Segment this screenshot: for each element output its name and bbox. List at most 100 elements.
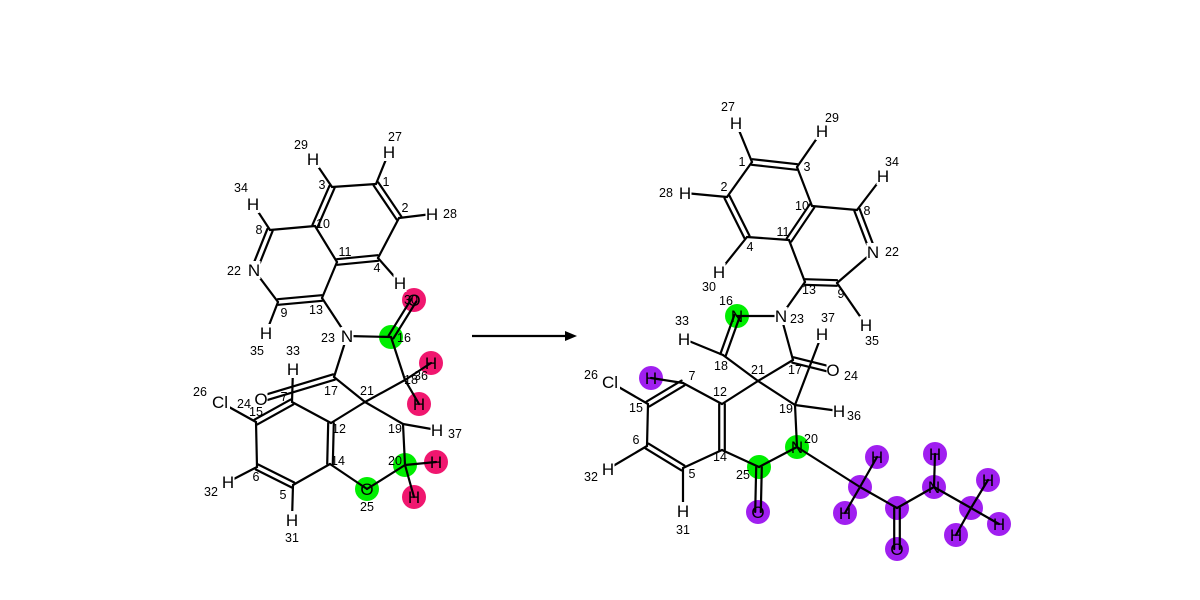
reactant-double-bond <box>257 463 296 484</box>
product-atom-h: H <box>713 263 725 282</box>
reactant-single-bond <box>389 335 407 382</box>
reactant-single-bond <box>329 400 367 425</box>
product-label-mask <box>601 460 615 478</box>
product-label-mask <box>729 114 743 132</box>
product-atom-h: H <box>860 316 872 335</box>
reactant-atom-number: 32 <box>204 485 218 499</box>
product-single-bond <box>810 204 859 212</box>
product-atom-number: 17 <box>788 363 802 377</box>
reactant-atom-number: 18 <box>404 373 418 387</box>
reactant-atom-number: 6 <box>253 470 260 484</box>
product-atom-number: 16 <box>719 294 733 308</box>
product-label-mask <box>676 502 690 520</box>
product-atom-number: 7 <box>689 369 696 383</box>
reactant-label-mask <box>425 205 439 223</box>
product-atom-number: 26 <box>584 368 598 382</box>
product-single-bond <box>757 445 799 469</box>
product-atom-number: 8 <box>864 204 871 218</box>
product-atom-h: H <box>677 502 689 521</box>
reactant-atom-h: H <box>260 324 272 343</box>
product-molecule: NNNNOClHHHHHHHHHHHOHHHONHHHH123456789101… <box>584 100 1011 561</box>
reactant-atom-h: H <box>431 421 443 440</box>
product-atom-number: 31 <box>676 523 690 537</box>
product-double-bond <box>750 163 798 171</box>
reactant-double-bond <box>316 187 336 229</box>
reactant-atom-number: 3 <box>319 178 326 192</box>
reactant-atom-number: 8 <box>256 223 263 237</box>
product-single-bond <box>793 403 799 449</box>
product-double-bond <box>803 283 839 287</box>
reactant-molecule: NNClOHHHOHHHHHHHOHHHH1234567891011121314… <box>193 130 462 545</box>
reactant-atom-number: 2 <box>402 201 409 215</box>
product-atom-number: 18 <box>714 359 728 373</box>
reactant-atom-number: 1 <box>383 175 390 189</box>
reactant-atom-number: 16 <box>397 331 411 345</box>
product-single-bond <box>756 379 797 407</box>
product-atom-n: N <box>928 478 940 497</box>
reactant-atom-number: 29 <box>294 138 308 152</box>
product-atom-number: 28 <box>659 186 673 200</box>
product-label-mask <box>859 316 873 334</box>
reactant-double-bond <box>277 299 324 306</box>
product-double-bond <box>719 313 736 356</box>
product-label-mask <box>866 243 880 261</box>
product-double-bond <box>803 278 839 282</box>
product-atom-cl: Cl <box>602 373 618 392</box>
product-double-bond <box>728 194 751 237</box>
reactant-label-mask <box>393 274 407 292</box>
reactant-atom-number: 27 <box>388 130 402 144</box>
reactant-atom-h: H <box>286 511 298 530</box>
product-atom-number: 13 <box>802 283 816 297</box>
product-label-mask <box>678 184 692 202</box>
product-single-bond <box>795 165 814 208</box>
product-double-bond <box>790 206 816 243</box>
reactant-atom-number: 13 <box>309 303 323 317</box>
product-atom-h: H <box>982 471 994 490</box>
product-single-bond <box>649 376 685 385</box>
product-single-bond <box>745 235 791 242</box>
reactant-single-bond <box>403 460 438 467</box>
product-single-bond <box>932 452 937 489</box>
reactant-atom-n: N <box>248 261 260 280</box>
product-single-bond <box>793 403 841 413</box>
product-atom-number: 22 <box>885 245 899 259</box>
product-double-bond <box>785 203 811 240</box>
product-atom-n: N <box>791 438 803 457</box>
product-single-bond <box>725 160 754 199</box>
product-double-bond <box>751 158 799 166</box>
reactant-atom-number: 24 <box>237 397 251 411</box>
reactant-atom-number: 25 <box>360 500 374 514</box>
product-atom-number: 10 <box>795 199 809 213</box>
reactant-single-bond <box>403 463 416 499</box>
reactant-atom-number: 22 <box>227 264 241 278</box>
reactant-atom-number: 10 <box>316 217 330 231</box>
product-atom-number: 37 <box>821 311 835 325</box>
reactant-label-mask <box>286 360 300 378</box>
reactant-double-bond <box>336 259 380 266</box>
product-atom-h: H <box>993 515 1005 534</box>
reactant-atom-o: O <box>407 291 420 310</box>
reactant-atom-number: 34 <box>234 181 248 195</box>
reactant-label-mask <box>430 421 444 439</box>
product-atom-h: H <box>645 369 657 388</box>
reactant-atom-cl: Cl <box>212 393 228 412</box>
product-single-bond <box>954 506 973 537</box>
product-double-bond <box>647 442 686 467</box>
product-atom-number: 2 <box>721 180 728 194</box>
reactant-label-mask <box>340 327 354 345</box>
product-single-bond <box>843 485 862 515</box>
product-atom-o: O <box>751 503 764 522</box>
product-double-bond <box>648 384 686 408</box>
reactant-atom-h: H <box>222 473 234 492</box>
product-label-mask <box>600 373 620 391</box>
reactant-atom-number: 11 <box>339 245 352 259</box>
reactant-double-bond <box>335 254 379 261</box>
product-atom-number: 3 <box>804 160 811 174</box>
product-atom-o: O <box>826 361 839 380</box>
product-atom-number: 9 <box>838 287 845 301</box>
reactant-label-mask <box>382 143 396 161</box>
reactant-atom-number: 28 <box>443 207 457 221</box>
reactant-single-bond <box>313 224 339 264</box>
reactant-double-bond <box>377 181 403 218</box>
